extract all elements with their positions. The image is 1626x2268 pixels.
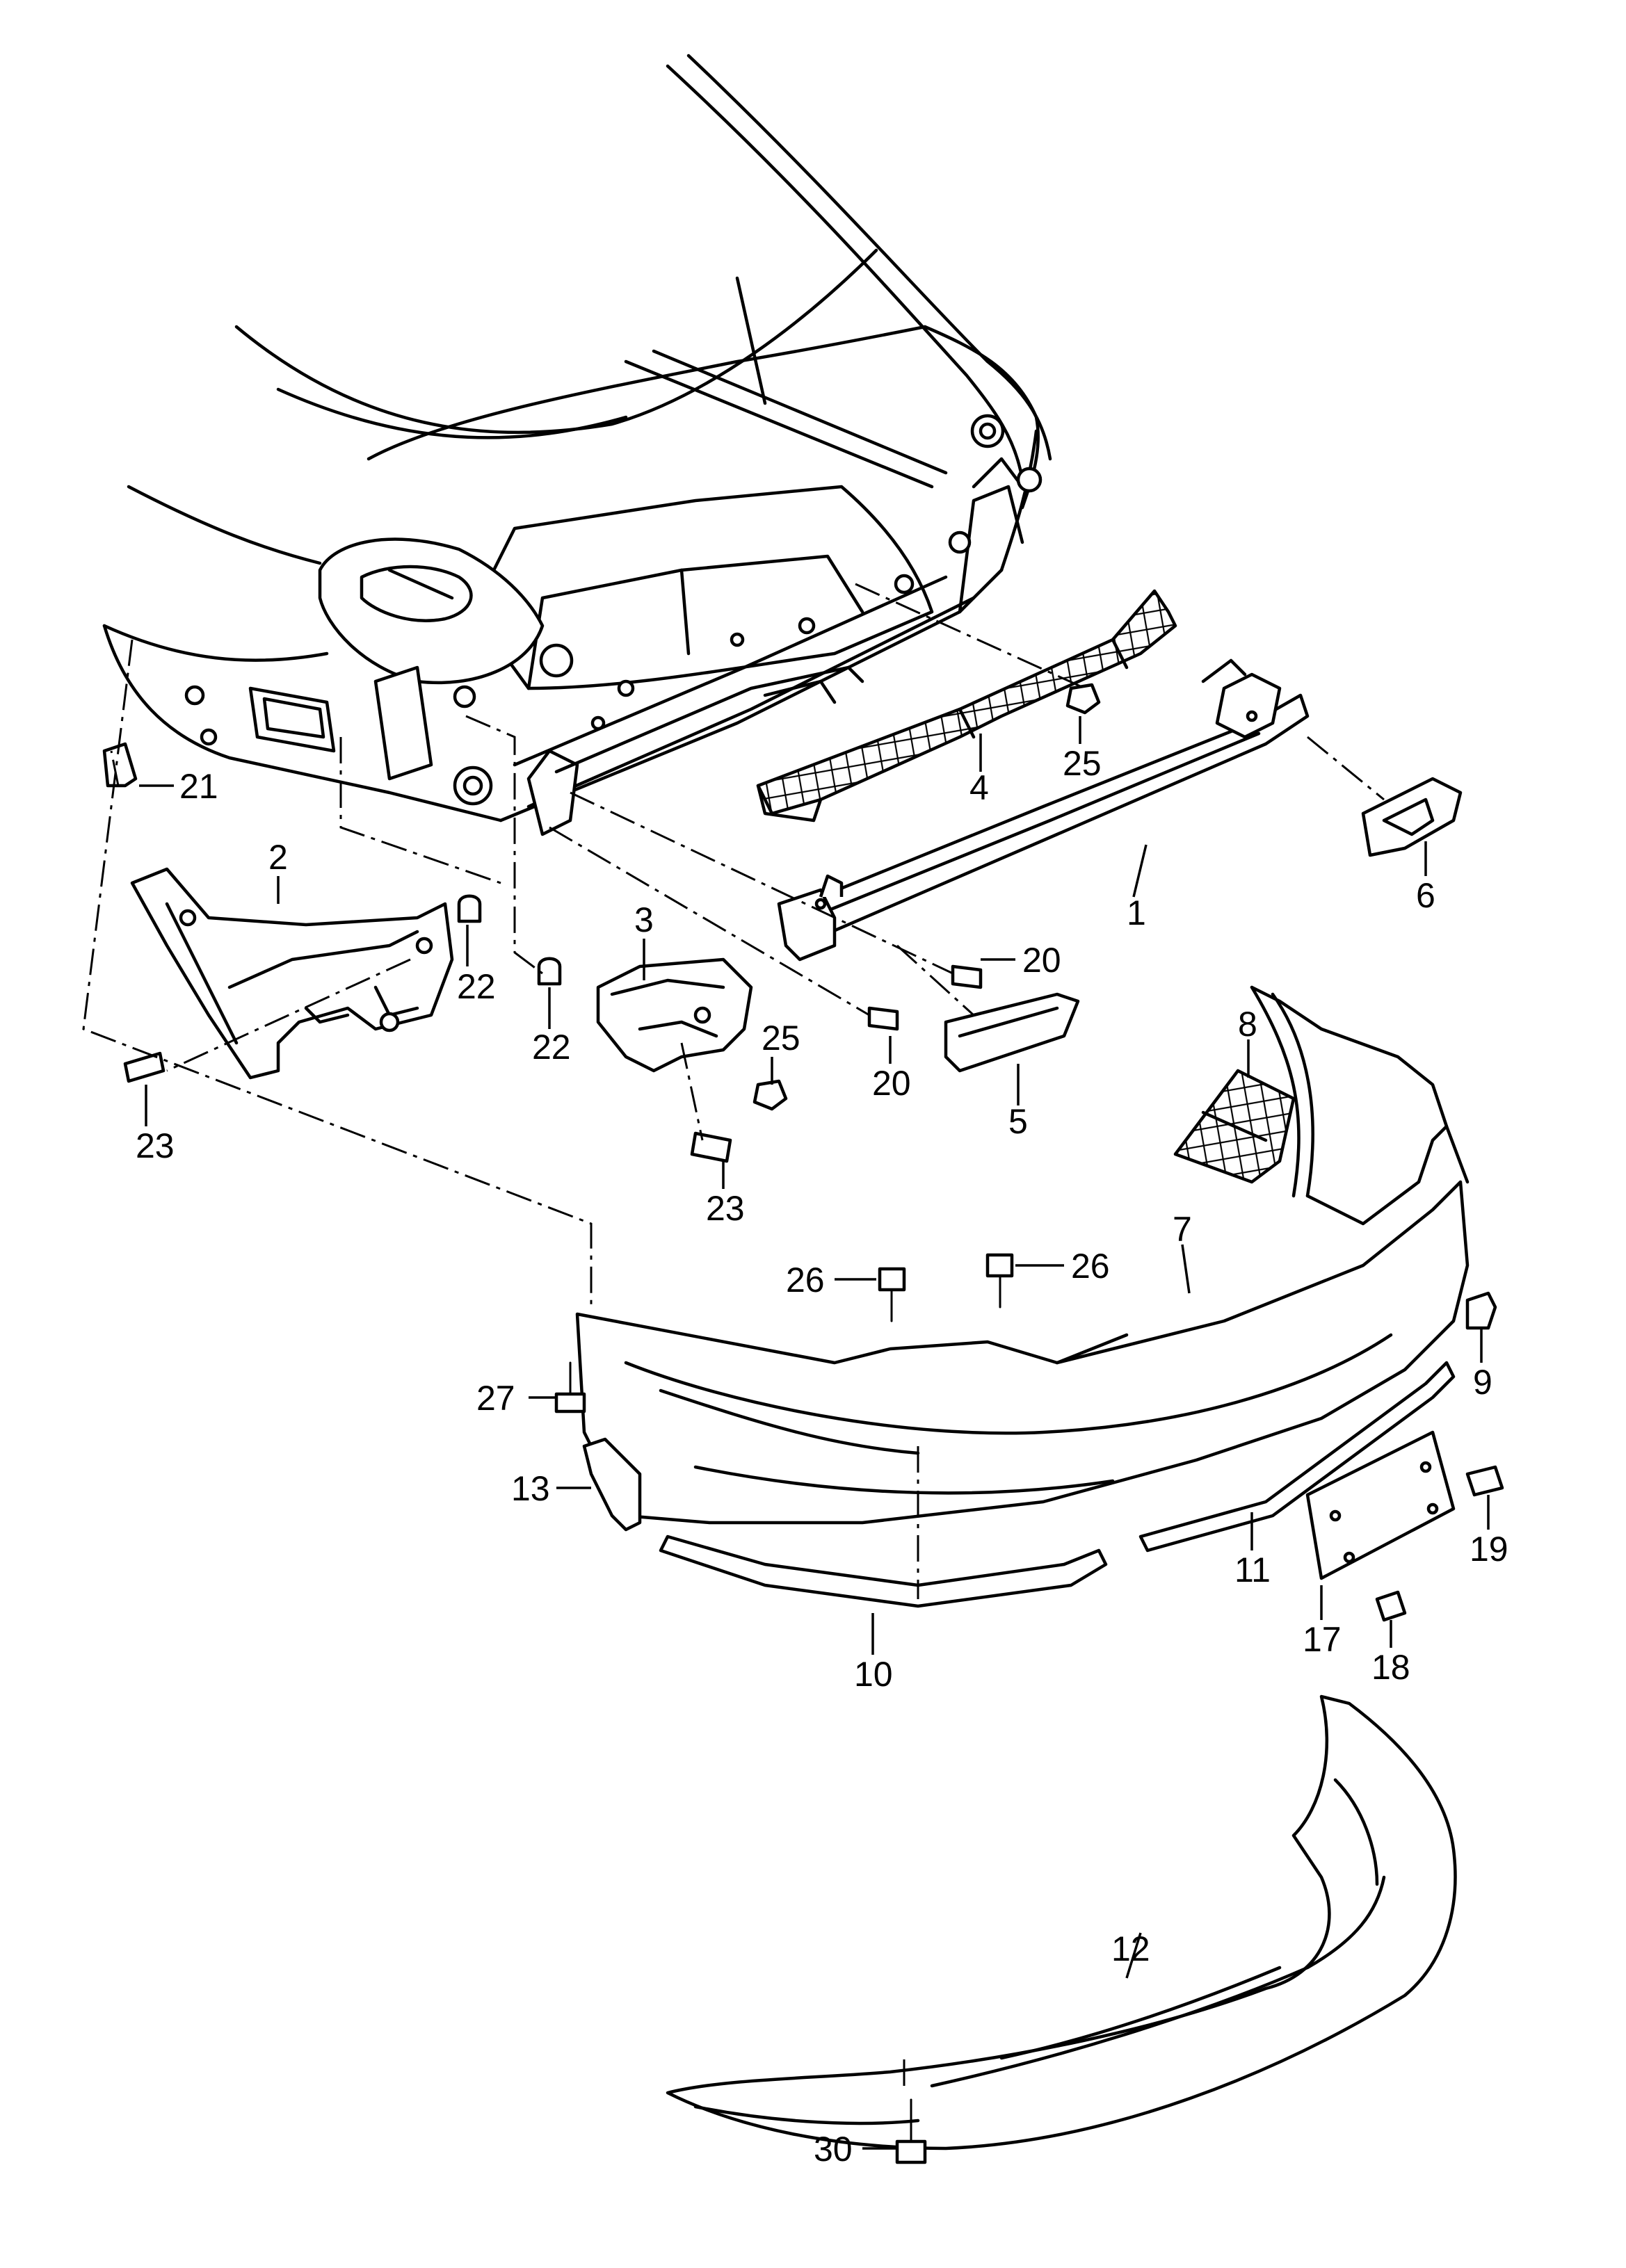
part-6-guide-piece <box>1361 777 1463 857</box>
callout-23-center: 23 <box>706 1189 745 1228</box>
callout-10: 10 <box>854 1655 893 1694</box>
callout-4: 4 <box>969 768 989 807</box>
leader-lines <box>139 716 1490 2150</box>
part-9-clip <box>1465 1291 1497 1330</box>
callout-22-left: 22 <box>457 967 496 1006</box>
part-11-trim-strip <box>1138 1361 1456 1553</box>
callout-17: 17 <box>1303 1620 1342 1659</box>
part-4-impact-absorber <box>756 589 1177 823</box>
callout-27: 27 <box>476 1379 515 1418</box>
callout-25-top: 25 <box>1063 744 1102 783</box>
callout-11: 11 <box>1234 1550 1271 1589</box>
vehicle-body-rear <box>102 54 1052 836</box>
callout-25-center: 25 <box>762 1019 800 1058</box>
callout-6: 6 <box>1416 876 1435 915</box>
callout-20-right: 20 <box>1022 941 1061 980</box>
callout-3: 3 <box>634 900 654 939</box>
part-1-bumper-bracket <box>777 658 1310 962</box>
callout-2: 2 <box>268 838 288 877</box>
callout-30: 30 <box>814 2130 853 2169</box>
callout-labels: 1 2 3 4 5 6 7 8 9 10 11 12 13 17 18 19 2… <box>136 744 1508 2169</box>
callout-1: 1 <box>1127 893 1146 932</box>
part-3-center-bracket <box>596 957 753 1073</box>
callout-26-right: 26 <box>1071 1247 1110 1286</box>
part-8-grille-insert <box>1173 1069 1296 1184</box>
callout-19: 19 <box>1470 1530 1508 1569</box>
callout-13: 13 <box>511 1469 550 1508</box>
part-7-bumper-cover <box>575 985 1470 1525</box>
fasteners <box>102 683 1504 2164</box>
callout-23-left: 23 <box>136 1126 175 1165</box>
part-17-license-plate-base <box>1305 1430 1456 1580</box>
callout-12: 12 <box>1111 1929 1150 1968</box>
part-12-spoiler <box>666 1694 1457 2150</box>
callout-8: 8 <box>1238 1005 1257 1044</box>
part-5-guide-piece <box>944 992 1080 1073</box>
callout-26-left: 26 <box>786 1261 825 1299</box>
callout-9: 9 <box>1473 1363 1492 1402</box>
callout-5: 5 <box>1008 1102 1028 1141</box>
callout-22-center: 22 <box>532 1028 571 1067</box>
callout-21: 21 <box>179 767 218 806</box>
part-2-left-bracket <box>130 867 454 1080</box>
assembly-lines <box>82 583 1385 2086</box>
callout-7: 7 <box>1173 1210 1192 1249</box>
part-10-lower-trim <box>659 1534 1108 1608</box>
part-13-side-guide <box>582 1437 642 1532</box>
callout-18: 18 <box>1371 1648 1410 1687</box>
callout-20-lower: 20 <box>872 1064 911 1103</box>
